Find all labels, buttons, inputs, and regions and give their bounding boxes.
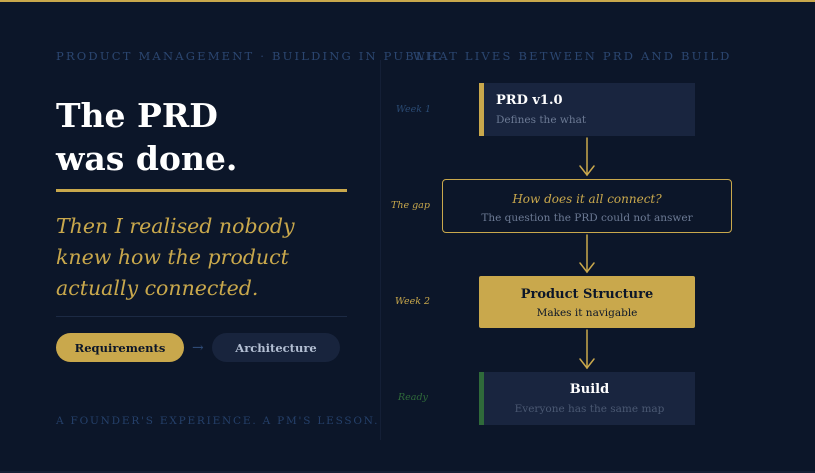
subheadline: Then I realised nobody knew how the prod… xyxy=(56,211,356,304)
thin-divider xyxy=(56,316,347,317)
headline-line-1: The PRD xyxy=(56,96,218,135)
top-accent-bar xyxy=(0,0,815,2)
product-structure-subtitle: Makes it navigable xyxy=(536,307,638,319)
gap-node-subtitle: The question the PRD could not answer xyxy=(481,212,693,224)
prd-node-title: PRD v1.0 xyxy=(496,93,563,108)
build-node-title: Build xyxy=(569,382,610,397)
arrow-right-icon: → xyxy=(192,340,204,356)
arrow-down-icon xyxy=(579,137,595,177)
prd-node-subtitle: Defines the what xyxy=(496,114,587,126)
arrow-down-icon xyxy=(579,234,595,274)
build-node-subtitle: Everyone has the same map xyxy=(514,403,665,415)
product-structure-title: Product Structure xyxy=(520,287,654,302)
arrow-down-icon xyxy=(579,329,595,370)
gap-node-title: How does it all connect? xyxy=(512,192,662,206)
step-label-week-1: Week 1 xyxy=(396,104,432,115)
prd-node: PRD v1.0 Defines the what xyxy=(479,83,695,136)
headline-line-2: was done. xyxy=(56,139,238,178)
requirements-pill: Requirements xyxy=(56,333,184,362)
headline: The PRD was done. xyxy=(56,94,237,180)
step-label-gap: The gap xyxy=(391,200,430,211)
architecture-pill: Architecture xyxy=(212,333,340,362)
eyebrow-right: WHAT LIVES BETWEEN PRD AND BUILD xyxy=(413,49,732,63)
eyebrow-left: PRODUCT MANAGEMENT · BUILDING IN PUBLIC xyxy=(56,49,444,63)
gold-divider xyxy=(56,189,347,192)
product-structure-node: Product Structure Makes it navigable xyxy=(479,276,695,328)
build-node: Build Everyone has the same map xyxy=(479,372,695,425)
subheadline-line-2: knew how the product xyxy=(56,245,289,269)
step-label-ready: Ready xyxy=(398,392,428,403)
step-label-week-2: Week 2 xyxy=(395,296,431,307)
subheadline-line-3: actually connected. xyxy=(56,276,259,300)
gap-node: How does it all connect? The question th… xyxy=(442,179,732,233)
bottom-border xyxy=(0,471,815,473)
subheadline-line-1: Then I realised nobody xyxy=(56,214,295,238)
column-divider xyxy=(380,60,381,440)
footer-tagline: A FOUNDER'S EXPERIENCE. A PM'S LESSON. xyxy=(56,415,380,427)
